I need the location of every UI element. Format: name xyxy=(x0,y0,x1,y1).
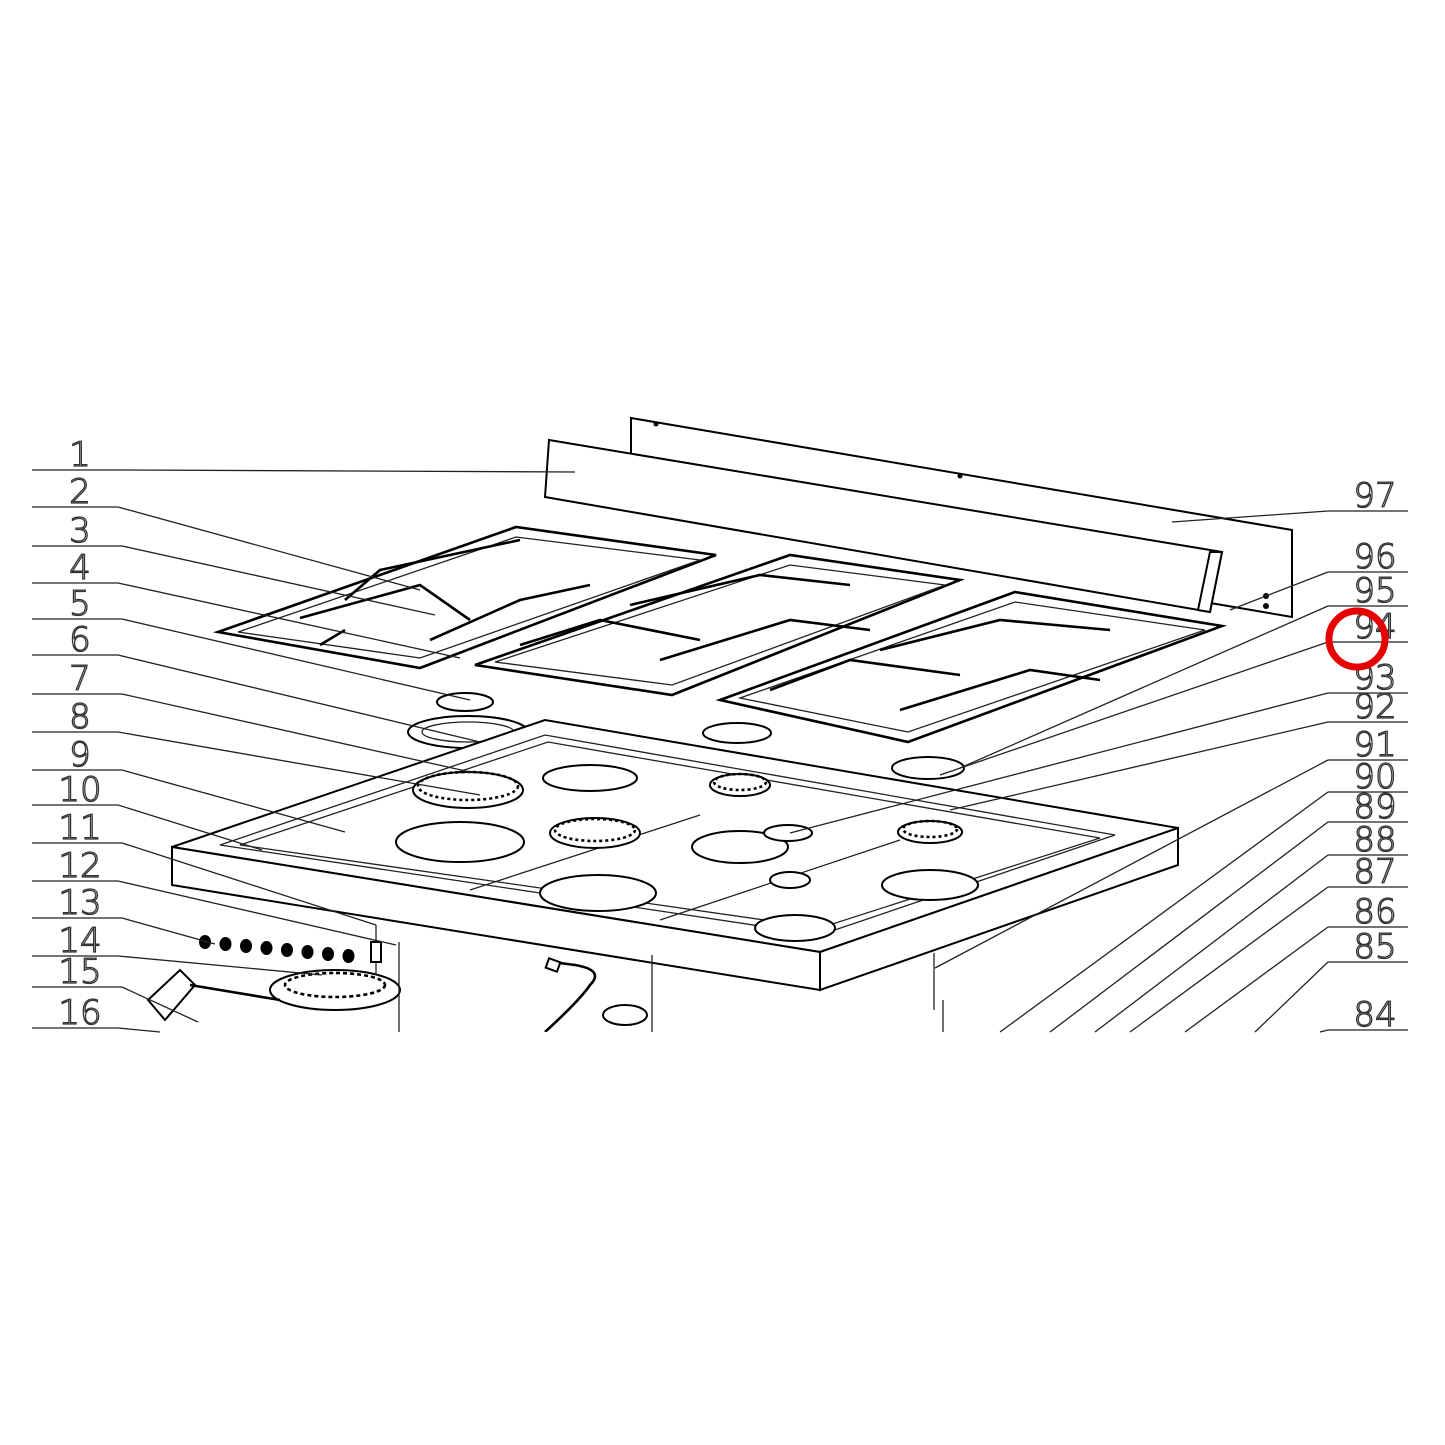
leader-line xyxy=(117,955,323,976)
burner-cap xyxy=(436,692,494,712)
grate-middle xyxy=(474,553,965,697)
callout-labels: 1234567891011121314151697969594939291908… xyxy=(32,434,1408,1036)
knob-cap xyxy=(219,937,232,951)
knob-cap xyxy=(260,941,273,955)
leader-line xyxy=(1049,821,1329,1033)
callout-label-1: 1 xyxy=(69,435,91,475)
callout-label-84: 84 xyxy=(1353,995,1396,1035)
callout-label-8: 8 xyxy=(69,697,91,737)
leader-line xyxy=(934,759,1329,969)
grate-left xyxy=(212,525,717,670)
knob-cap xyxy=(281,943,293,957)
callout-label-87: 87 xyxy=(1353,852,1396,892)
knob-cap xyxy=(240,939,252,953)
burner-cap xyxy=(702,722,772,744)
leader-line xyxy=(1229,571,1329,611)
screw-hole xyxy=(1263,603,1269,609)
grate-right xyxy=(715,590,1228,744)
callout-label-14: 14 xyxy=(58,921,101,961)
lower-components xyxy=(146,925,944,1032)
callout-label-12: 12 xyxy=(58,846,101,886)
leader-line xyxy=(1319,1029,1329,1033)
callout-label-86: 86 xyxy=(1353,892,1396,932)
leader-line xyxy=(949,721,1329,811)
callout-label-95: 95 xyxy=(1353,571,1396,611)
leader-line xyxy=(999,791,1329,1033)
leader-line xyxy=(117,506,421,591)
callout-label-16: 16 xyxy=(58,993,101,1033)
callout-label-10: 10 xyxy=(58,770,101,810)
leader-line xyxy=(959,605,1329,769)
leader-line xyxy=(117,804,263,851)
callout-label-85: 85 xyxy=(1353,927,1396,967)
knob-cap xyxy=(322,947,334,961)
leader-line xyxy=(117,731,481,796)
leader-line xyxy=(789,692,1329,834)
highlight-circle xyxy=(1325,607,1389,671)
backsplash-end xyxy=(1196,551,1224,614)
knob-cap xyxy=(301,945,314,959)
screw-hole xyxy=(653,421,659,427)
screw-hole xyxy=(957,473,963,479)
callout-label-7: 7 xyxy=(69,659,91,699)
leader-line xyxy=(939,641,1329,776)
callout-label-88: 88 xyxy=(1353,820,1396,860)
leader-line xyxy=(1094,854,1329,1033)
knob-cap xyxy=(342,949,355,963)
leader-line xyxy=(121,545,436,616)
burner-cap xyxy=(891,756,965,780)
cooktop-tray xyxy=(171,718,1179,992)
leader-line xyxy=(1129,886,1329,1033)
callout-label-9: 9 xyxy=(69,735,91,775)
callout-label-3: 3 xyxy=(69,511,91,551)
leader-line xyxy=(121,618,471,701)
callout-label-5: 5 xyxy=(69,584,91,624)
burners xyxy=(395,764,979,942)
callout-label-96: 96 xyxy=(1353,537,1396,577)
leader-line xyxy=(117,582,461,659)
leader-line xyxy=(117,654,481,743)
callout-label-6: 6 xyxy=(69,620,91,660)
leader-line xyxy=(121,842,377,926)
callout-label-91: 91 xyxy=(1353,725,1396,765)
leader-line xyxy=(1171,510,1329,523)
leader-line xyxy=(121,769,346,833)
leader-line xyxy=(121,469,576,473)
callout-label-89: 89 xyxy=(1353,787,1396,827)
callout-label-4: 4 xyxy=(69,548,91,588)
leader-line xyxy=(1254,961,1329,1033)
callout-label-92: 92 xyxy=(1353,687,1396,727)
callout-label-15: 15 xyxy=(58,952,101,992)
leader-line xyxy=(121,986,199,1023)
callout-label-13: 13 xyxy=(58,883,101,923)
leader-line xyxy=(121,917,216,945)
callout-label-90: 90 xyxy=(1353,757,1396,797)
leader-line xyxy=(1184,926,1329,1033)
knob-cap xyxy=(199,935,211,949)
callout-label-11: 11 xyxy=(58,808,101,848)
leader-line xyxy=(121,693,471,773)
callout-label-2: 2 xyxy=(69,472,91,512)
leader-line xyxy=(117,880,397,946)
cooktop-drawing xyxy=(146,416,1293,1032)
callout-label-97: 97 xyxy=(1353,476,1396,516)
leader-line xyxy=(117,1027,161,1033)
